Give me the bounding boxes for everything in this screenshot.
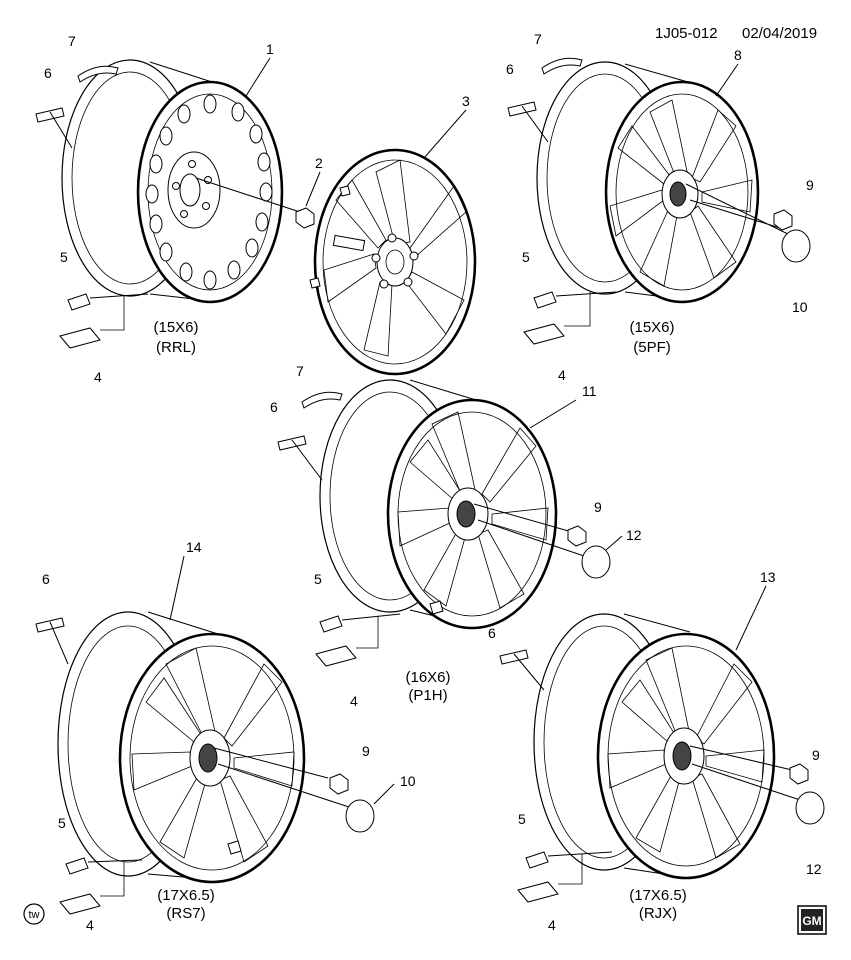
wheel-code-5pf: (5PF) <box>633 339 671 356</box>
wheel-size-5pf: (15X6) <box>629 319 674 336</box>
callout-5: 5 <box>314 571 322 587</box>
callout-5: 5 <box>522 249 530 265</box>
callout-4: 4 <box>558 367 566 383</box>
center-bore <box>179 173 201 207</box>
callout-6: 6 <box>270 399 278 415</box>
tpms-sensors <box>59 292 591 915</box>
valve-stems <box>65 291 617 875</box>
tw-badge: tw <box>23 903 45 925</box>
wheel-size-rjx: (17X6.5) <box>629 887 687 904</box>
clip-weights <box>77 57 583 409</box>
callout-9: 9 <box>594 499 602 515</box>
wheel-code-rrl: (RRL) <box>156 339 196 356</box>
wheel-5pf <box>536 61 793 304</box>
callout-4: 4 <box>94 369 102 385</box>
svg-text:tw: tw <box>29 909 40 921</box>
callout-8: 8 <box>734 47 742 63</box>
callout-leaders <box>169 57 767 805</box>
wheel-p1h <box>319 379 585 630</box>
header-date: 02/04/2019 <box>742 25 817 42</box>
callout-6: 6 <box>506 61 514 77</box>
callout-11: 11 <box>582 383 597 399</box>
wheel-size-rs7: (17X6.5) <box>157 887 215 904</box>
header-ref: 1J05-012 <box>655 25 718 42</box>
callout-4: 4 <box>350 693 358 709</box>
gm-logo: GM <box>797 905 827 935</box>
callout-2: 2 <box>315 155 323 171</box>
steel-wheel-vent-holes <box>145 94 273 290</box>
callout-9: 9 <box>362 743 370 759</box>
callout-14: 14 <box>186 539 202 555</box>
callout-5: 5 <box>58 815 66 831</box>
callout-4: 4 <box>548 917 556 933</box>
wheel-code-p1h: (P1H) <box>408 687 447 704</box>
center-bore <box>669 181 687 207</box>
wheel-size-rrl: (15X6) <box>153 319 198 336</box>
callout-7: 7 <box>296 363 304 379</box>
callout-5: 5 <box>60 249 68 265</box>
callout-9: 9 <box>812 747 820 763</box>
svg-text:GM: GM <box>802 914 821 928</box>
center-caps <box>345 229 825 833</box>
callout-4: 4 <box>86 917 94 933</box>
callout-6: 6 <box>42 571 50 587</box>
callout-9: 9 <box>806 177 814 193</box>
callout-10: 10 <box>792 299 808 315</box>
callout-7: 7 <box>534 31 542 47</box>
callout-12: 12 <box>806 861 822 877</box>
wheel-rrl <box>61 59 301 304</box>
callout-1: 1 <box>266 41 274 57</box>
callout-6: 6 <box>488 625 496 641</box>
callout-12: 12 <box>626 527 642 543</box>
callout-13: 13 <box>760 569 776 585</box>
lug-nuts <box>295 207 809 795</box>
wheel-rs7 <box>57 611 353 884</box>
wheel-rjx <box>533 613 801 880</box>
balance-weights <box>35 101 549 691</box>
wheel-size-p1h: (16X6) <box>405 669 450 686</box>
wheel-code-rjx: (RJX) <box>639 905 677 922</box>
callout-6: 6 <box>44 65 52 81</box>
callout-10: 10 <box>400 773 416 789</box>
callout-5: 5 <box>518 811 526 827</box>
callout-7: 7 <box>68 33 76 49</box>
wheel-code-rs7: (RS7) <box>166 905 205 922</box>
hub-cap <box>309 148 477 376</box>
callout-3: 3 <box>462 93 470 109</box>
